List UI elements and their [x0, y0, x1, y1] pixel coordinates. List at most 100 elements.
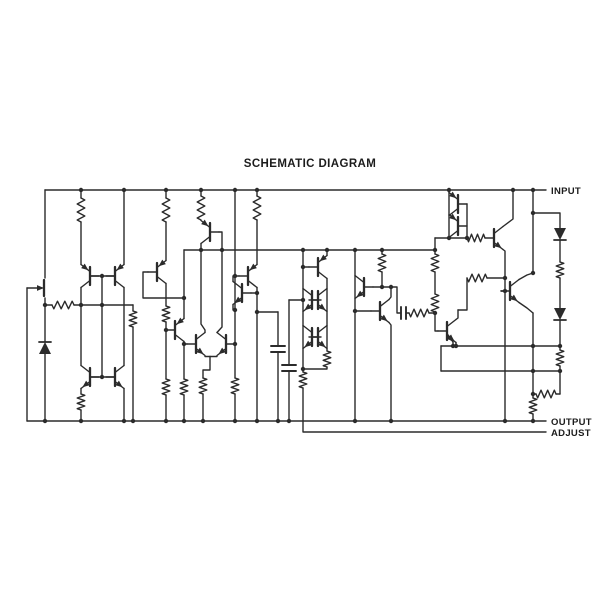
- wire: [390, 286, 402, 314]
- junction-dot: [181, 295, 187, 301]
- junction-dot: [352, 247, 358, 253]
- npn-collector: [493, 225, 504, 235]
- npn-collector: [379, 298, 390, 308]
- pnp-emitter: [448, 207, 459, 217]
- junction-dot: [130, 418, 136, 424]
- junction-dot: [78, 187, 84, 193]
- junction-dot: [99, 374, 105, 380]
- npn-collector: [195, 331, 206, 341]
- npn-collector: [509, 278, 520, 288]
- wire: [434, 311, 439, 332]
- junction-dot: [379, 247, 385, 253]
- pnp-emitter-arrow-icon: [449, 213, 457, 221]
- junction-dot: [254, 309, 260, 315]
- npn-emitter-arrow-icon: [510, 294, 518, 302]
- pnp-emitter: [247, 279, 258, 289]
- wire: [532, 212, 561, 229]
- junction-dot: [530, 418, 536, 424]
- junction-dot: [78, 302, 84, 308]
- junction-dot: [232, 187, 238, 193]
- wire: [502, 248, 506, 422]
- junction-dot: [254, 418, 260, 424]
- junction-dot: [181, 341, 187, 347]
- wire: [202, 355, 211, 379]
- jfet-gate-arrow-icon: [37, 285, 44, 291]
- wire: [218, 231, 223, 251]
- junction-dot: [121, 418, 127, 424]
- pnp-emitter-arrow-icon: [319, 254, 327, 262]
- resistor: [230, 377, 240, 395]
- npn-emitter-arrow-icon: [304, 303, 312, 311]
- resistor: [555, 261, 565, 279]
- wire: [302, 366, 328, 370]
- npn-collector: [317, 287, 328, 297]
- resistor: [161, 378, 171, 396]
- resistor: [76, 197, 86, 223]
- junction-dot: [232, 341, 238, 347]
- npn-emitter-arrow-icon: [356, 290, 364, 298]
- npn-emitter-arrow-icon: [115, 380, 123, 388]
- wire: [457, 277, 468, 311]
- wire: [200, 242, 206, 334]
- resistor: [298, 371, 308, 389]
- resistor: [76, 393, 86, 411]
- junction-dot: [352, 418, 358, 424]
- npn-emitter-arrow-icon: [318, 340, 326, 348]
- npn-collector: [446, 318, 457, 328]
- npn-collector: [80, 364, 91, 374]
- wire: [381, 286, 392, 301]
- resistor: [252, 195, 262, 221]
- junction-dot: [42, 418, 48, 424]
- wire: [216, 249, 223, 334]
- resistor: [528, 397, 538, 415]
- pnp-emitter: [174, 333, 185, 343]
- pnp-emitter-arrow-icon: [249, 263, 257, 271]
- junction-dot: [557, 343, 563, 349]
- junction-dot: [254, 187, 260, 193]
- junction-dot: [464, 235, 470, 241]
- resistor: [377, 253, 387, 273]
- resistor: [198, 377, 208, 395]
- npn-collector: [216, 331, 227, 341]
- pnp-emitter: [448, 229, 459, 239]
- wire: [518, 301, 534, 314]
- npn-emitter-arrow-icon: [82, 380, 90, 388]
- resistor: [128, 310, 138, 328]
- junction-dot: [300, 366, 306, 372]
- junction-dot: [232, 307, 238, 313]
- junction-dot: [530, 368, 536, 374]
- resistor: [555, 349, 565, 367]
- junction-dot: [219, 247, 225, 253]
- diode-icon: [39, 342, 51, 354]
- junction-dot: [99, 273, 105, 279]
- wire: [142, 271, 185, 299]
- junction-dot: [198, 247, 204, 253]
- junction-dot: [181, 418, 187, 424]
- junction-dot: [163, 187, 169, 193]
- junction-dot: [446, 235, 452, 241]
- wire: [455, 309, 459, 321]
- wire: [518, 272, 534, 281]
- resistor: [466, 273, 488, 283]
- junction-dot: [502, 418, 508, 424]
- junction-dot: [324, 247, 330, 253]
- junction-dot: [432, 247, 438, 253]
- junction-dot: [200, 418, 206, 424]
- junction-dot: [557, 368, 563, 374]
- npn-collector: [114, 364, 125, 374]
- junction-dot: [379, 284, 385, 290]
- junction-dot: [99, 302, 105, 308]
- junction-dot: [352, 308, 358, 314]
- junction-dot: [78, 418, 84, 424]
- npn-collector: [302, 287, 313, 297]
- junction-dot: [275, 418, 281, 424]
- npn-emitter-arrow-icon: [318, 303, 326, 311]
- resistor: [322, 350, 332, 368]
- junction-dot: [286, 418, 292, 424]
- junction-dot: [121, 187, 127, 193]
- npn-emitter-arrow-icon: [218, 347, 226, 355]
- junction-dot: [198, 187, 204, 193]
- resistor: [196, 195, 206, 221]
- wire: [302, 387, 547, 433]
